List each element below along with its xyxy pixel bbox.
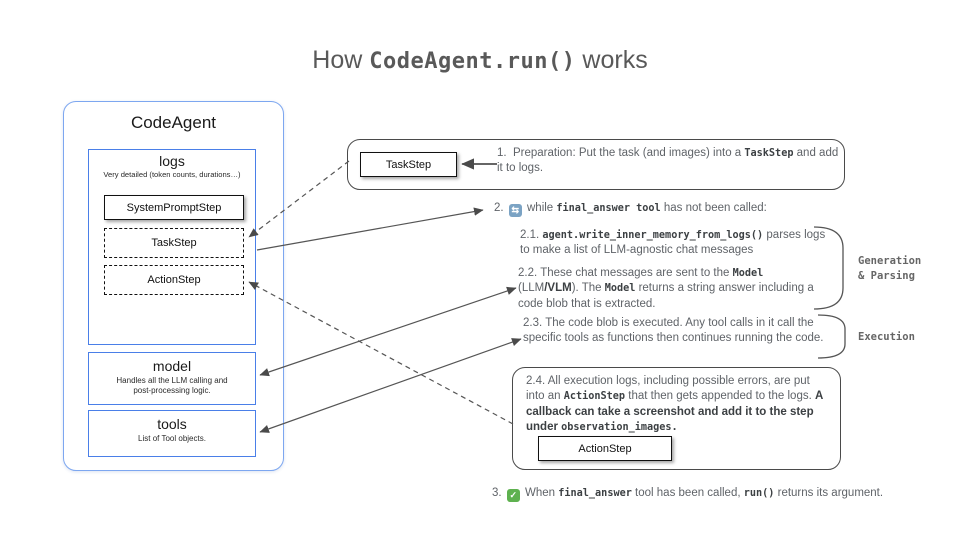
system-prompt-step-label: SystemPromptStep: [126, 201, 222, 214]
tools-title: tools: [157, 416, 187, 432]
action-step-box-step24-label: ActionStep: [578, 442, 632, 455]
system-prompt-step-box: SystemPromptStep: [104, 195, 244, 220]
loop-icon: ⇆: [508, 204, 522, 218]
logs-subtitle: Very detailed (token counts, durations…): [103, 170, 241, 179]
step3-text: 3. ✓ When final_answer tool has been cal…: [492, 486, 932, 503]
step2-text: 2. ⇆ while final_answer tool has not bee…: [494, 201, 854, 218]
arrow-logs-to-step2: [256, 207, 484, 251]
step22-text: 2.2. These chat messages are sent to the…: [518, 267, 814, 310]
check-icon: ✓: [506, 489, 520, 503]
task-step-label: TaskStep: [151, 237, 197, 249]
generation-parsing-label: Generation & Parsing: [858, 255, 922, 283]
title-code: CodeAgent.run(): [369, 49, 576, 74]
execution-label: Execution: [858, 331, 915, 343]
logs-title: logs: [159, 153, 185, 169]
tools-subtitle: List of Tool objects.: [138, 433, 206, 443]
step21-text: 2.1. agent.write_inner_memory_from_logs(…: [520, 229, 826, 257]
task-step-box-step1: TaskStep: [360, 152, 457, 177]
task-step-box-logs: TaskStep: [104, 228, 244, 258]
action-step-box-logs: ActionStep: [104, 265, 244, 295]
tools-box: tools List of Tool objects.: [88, 410, 256, 457]
model-title: model: [152, 358, 192, 374]
action-step-label: ActionStep: [147, 274, 201, 286]
arrow-step23-tools: [259, 338, 522, 433]
title-suffix: works: [582, 46, 648, 74]
title-prefix: How: [312, 46, 363, 74]
model-box: model Handles all the LLM calling and po…: [88, 352, 256, 405]
action-step-box-step24: ActionStep: [538, 436, 672, 461]
codeagent-panel-title: CodeAgent: [130, 113, 217, 132]
arrow-step24-to-logs-actionstep: [248, 281, 514, 425]
task-step-box-step1-label: TaskStep: [385, 158, 432, 171]
step24-text: 2.4. All execution logs, including possi…: [526, 375, 823, 433]
arrow-step22-model: [259, 286, 517, 377]
step1-text: 1. Preparation: Put the task (and images…: [497, 147, 839, 175]
page-title: How CodeAgent.run() works: [0, 46, 960, 75]
model-subtitle: Handles all the LLM calling and post-pro…: [116, 375, 228, 396]
step23-text: 2.3. The code blob is executed. Any tool…: [523, 317, 824, 345]
